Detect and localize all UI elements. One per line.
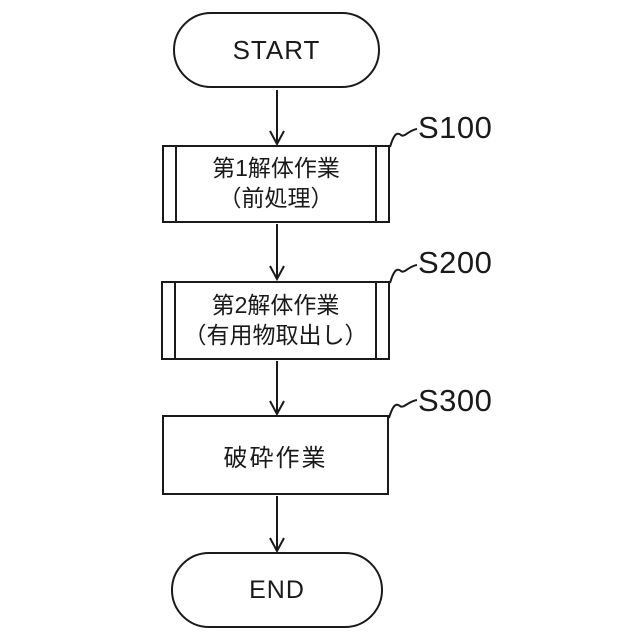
step2-label-line2: （有用物取出し） bbox=[183, 321, 368, 348]
step1-label-line2: （前処理） bbox=[218, 185, 334, 211]
step1-left-double-bar bbox=[175, 147, 177, 221]
arrow-start-to-step1 bbox=[269, 90, 285, 147]
step3-step-number-label: S300 bbox=[418, 383, 493, 418]
end-terminator: END bbox=[171, 552, 383, 628]
step1-step-number-label: S100 bbox=[418, 110, 493, 145]
arrow-step2-to-step3 bbox=[269, 361, 285, 417]
step1-right-double-bar bbox=[375, 147, 377, 221]
arrow-step3-to-end bbox=[269, 496, 285, 554]
step1-predefined-process-box: 第1解体作業 （前処理） bbox=[162, 145, 390, 223]
end-label: END bbox=[249, 575, 305, 604]
step3-label: 破砕作業 bbox=[223, 444, 328, 472]
step3-process-box: 破砕作業 bbox=[162, 415, 389, 495]
leader-line-s300 bbox=[388, 399, 418, 419]
step2-step-number-label: S200 bbox=[418, 245, 493, 280]
step2-left-double-bar bbox=[174, 283, 176, 358]
leader-line-s100 bbox=[389, 128, 418, 148]
start-terminator: START bbox=[173, 12, 380, 88]
arrow-step1-to-step2 bbox=[269, 224, 285, 282]
step1-label-line1: 第1解体作業 bbox=[212, 155, 340, 182]
step2-right-double-bar bbox=[375, 283, 377, 358]
start-label: START bbox=[232, 34, 321, 65]
step2-label-line1: 第2解体作業 bbox=[211, 291, 340, 318]
leader-line-s200 bbox=[389, 264, 418, 284]
step2-predefined-process-box: 第2解体作業 （有用物取出し） bbox=[161, 281, 390, 360]
